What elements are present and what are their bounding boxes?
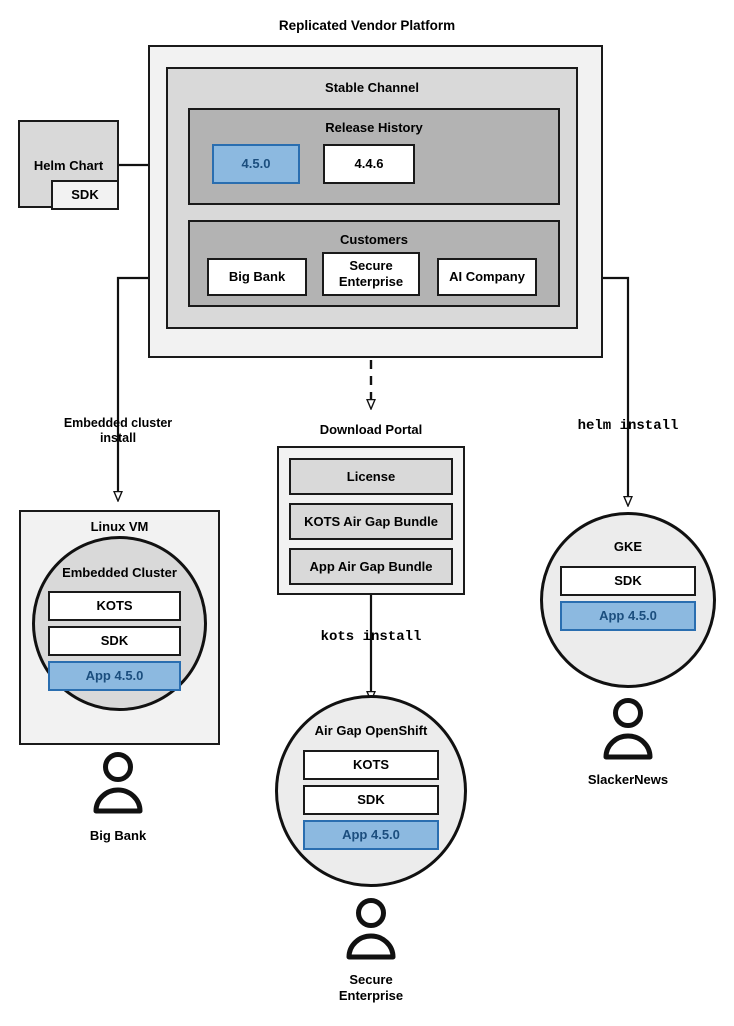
- flow-label-helm-install: helm install: [577, 418, 679, 434]
- artifact-app-air-gap-bundle[interactable]: App Air Gap Bundle: [289, 548, 453, 585]
- customer-ai-company[interactable]: AI Company: [437, 258, 537, 296]
- customers-title: Customers: [340, 232, 408, 247]
- linux-vm-component-kots[interactable]: KOTS: [48, 591, 181, 621]
- flow-label-kots-install: kots install: [320, 629, 422, 645]
- embedded-cluster-title: Embedded Cluster: [62, 565, 177, 580]
- release-box-4-5-0[interactable]: 4.5.0: [212, 144, 300, 184]
- openshift-component-app[interactable]: App 4.5.0: [303, 820, 439, 850]
- env-linux-vm-title: Linux VM: [90, 519, 149, 534]
- user-icon: [346, 898, 396, 960]
- env-gke-title: GKE: [613, 539, 643, 554]
- linux-vm-component-app[interactable]: App 4.5.0: [48, 661, 181, 691]
- artifact-license[interactable]: License: [289, 458, 453, 495]
- page-title: Replicated Vendor Platform: [278, 18, 456, 33]
- openshift-component-kots[interactable]: KOTS: [303, 750, 439, 780]
- env-gke: [540, 512, 716, 688]
- helm-chart-sdk-box[interactable]: SDK: [51, 180, 119, 210]
- customer-secure-enterprise[interactable]: Secure Enterprise: [322, 252, 420, 296]
- gke-component-sdk[interactable]: SDK: [560, 566, 696, 596]
- user-icon: [603, 698, 653, 760]
- env-air-gap-openshift-title: Air Gap OpenShift: [314, 723, 428, 738]
- artifact-kots-air-gap-bundle[interactable]: KOTS Air Gap Bundle: [289, 503, 453, 540]
- flow-label-embedded-cluster-install: Embedded cluster install: [63, 416, 173, 446]
- release-history-title: Release History: [325, 120, 423, 135]
- release-box-4-4-6[interactable]: 4.4.6: [323, 144, 415, 184]
- download-portal-title: Download Portal: [319, 422, 423, 437]
- openshift-component-sdk[interactable]: SDK: [303, 785, 439, 815]
- user-label-slackernews: SlackerNews: [587, 772, 669, 787]
- user-label-secure-enterprise: Secure Enterprise: [338, 972, 404, 1003]
- stable-channel-title: Stable Channel: [325, 80, 419, 95]
- user-label-big-bank: Big Bank: [89, 828, 147, 843]
- linux-vm-component-sdk[interactable]: SDK: [48, 626, 181, 656]
- gke-component-app[interactable]: App 4.5.0: [560, 601, 696, 631]
- user-icon: [93, 752, 143, 814]
- customer-big-bank[interactable]: Big Bank: [207, 258, 307, 296]
